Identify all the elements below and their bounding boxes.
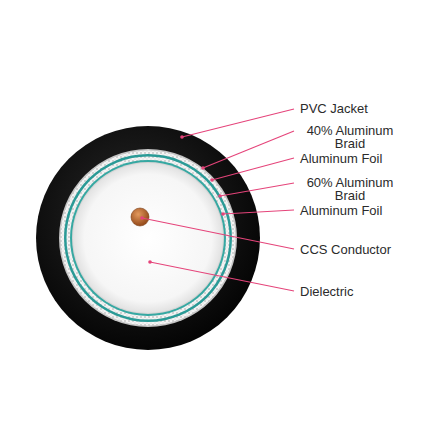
part-label: 40% Aluminum Braid — [300, 124, 400, 150]
leader-dot — [210, 178, 214, 182]
leader-dot — [140, 216, 144, 220]
dielectric-edge — [72, 162, 224, 314]
outer-foil-edge — [59, 149, 237, 327]
leader-dot — [221, 212, 225, 216]
part-label: CCS Conductor — [300, 243, 430, 256]
aluminum-foil-outer — [64, 154, 232, 322]
leader-line — [150, 262, 294, 291]
leader-dot — [218, 194, 222, 198]
aluminum-foil-inner — [70, 160, 226, 316]
part-label: Aluminum Foil — [300, 204, 430, 217]
ccs-conductor — [131, 208, 149, 226]
braid-60 — [67, 157, 230, 320]
part-label: 60% Aluminum Braid — [300, 176, 400, 202]
dielectric — [73, 163, 223, 313]
leader-dots — [140, 135, 225, 264]
leader-line — [142, 218, 294, 249]
leader-line — [182, 109, 294, 137]
pvc-jacket — [36, 126, 260, 350]
braid-40 — [61, 151, 236, 326]
leader-line — [212, 158, 294, 180]
leader-line — [223, 210, 294, 214]
part-label: Aluminum Foil — [300, 152, 430, 165]
leader-lines — [142, 109, 294, 291]
part-label: PVC Jacket — [300, 102, 430, 115]
part-label: Dielectric — [300, 285, 430, 298]
leader-line — [203, 131, 294, 168]
leader-dot — [148, 260, 152, 264]
leader-dot — [180, 135, 184, 139]
leader-line — [220, 183, 294, 196]
leader-dot — [201, 166, 205, 170]
